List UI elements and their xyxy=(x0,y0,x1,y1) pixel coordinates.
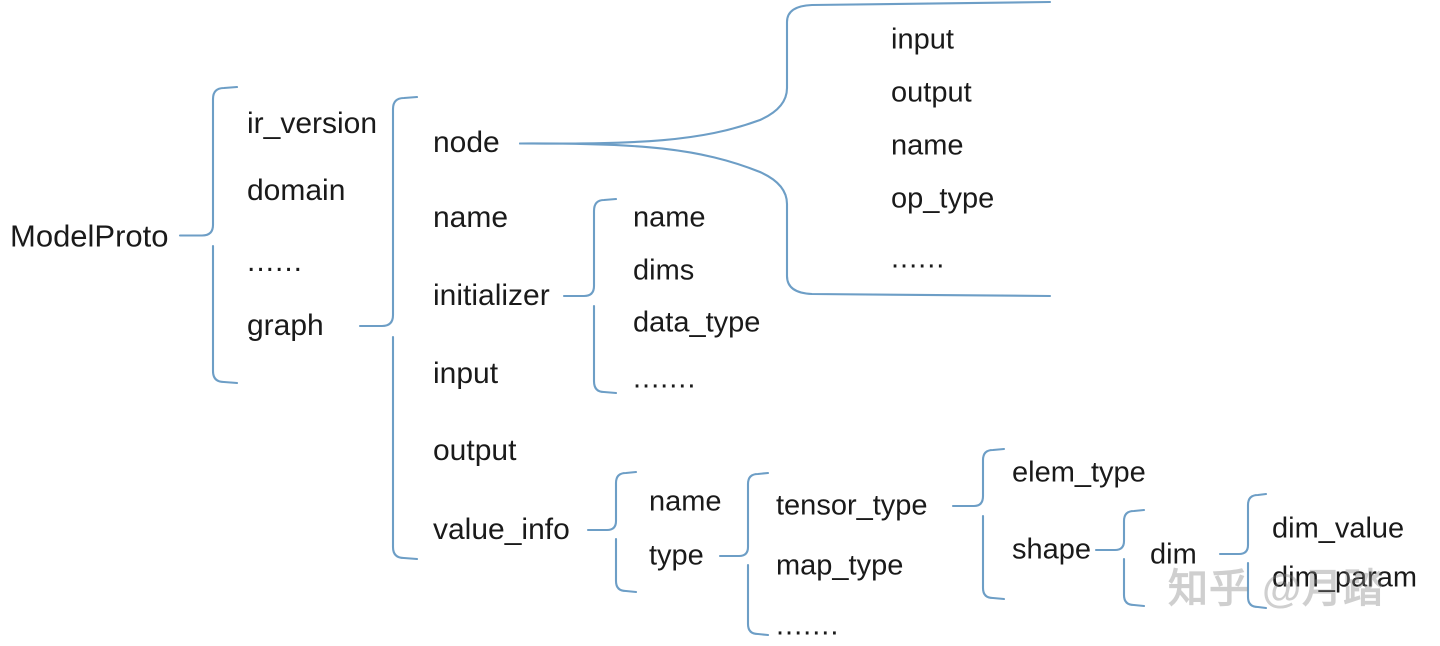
node-ir-version[interactable]: ir_version xyxy=(247,107,378,140)
dim-brace xyxy=(1218,492,1268,556)
tensor-type-brace xyxy=(951,447,1006,508)
node-dim[interactable]: dim xyxy=(1150,538,1197,571)
node-map-type[interactable]: map_type xyxy=(776,549,904,582)
value-info-brace-lower xyxy=(614,537,638,594)
node-modelproto-ellipsis: ...... xyxy=(247,245,304,278)
type-brace xyxy=(718,471,770,558)
initializer-brace xyxy=(562,197,618,298)
node-shape[interactable]: shape xyxy=(1012,533,1092,566)
value-info-brace xyxy=(586,470,638,532)
type-brace-lower xyxy=(746,563,770,637)
node-type[interactable]: type xyxy=(649,539,704,572)
node-brace-lower xyxy=(518,142,1052,298)
node-initializer-name[interactable]: name xyxy=(633,201,706,234)
node-graph[interactable]: graph xyxy=(247,309,324,342)
node-dim-param[interactable]: dim_param xyxy=(1272,561,1418,594)
shape-brace xyxy=(1094,508,1146,552)
node-domain[interactable]: domain xyxy=(247,174,346,207)
node-dim-value[interactable]: dim_value xyxy=(1272,512,1405,545)
initializer-brace-lower xyxy=(592,304,618,395)
node-graph-name[interactable]: name xyxy=(433,201,509,234)
graph-brace-lower xyxy=(391,335,419,561)
shape-brace-lower xyxy=(1122,557,1146,608)
node-node-ellipsis: ...... xyxy=(891,242,946,275)
modelproto-brace xyxy=(178,85,239,237)
node-initializer[interactable]: initializer xyxy=(433,279,550,312)
node-op-type[interactable]: op_type xyxy=(891,182,995,215)
node-dims[interactable]: dims xyxy=(633,254,695,287)
node-type-ellipsis: ....... xyxy=(776,609,840,642)
node-elem-type[interactable]: elem_type xyxy=(1012,456,1146,489)
node-node-name[interactable]: name xyxy=(891,129,964,162)
node-node[interactable]: node xyxy=(433,126,500,159)
dim-brace-lower xyxy=(1246,561,1268,610)
node-node-output[interactable]: output xyxy=(891,76,972,109)
tensor-type-brace-lower xyxy=(981,514,1006,601)
node-node-input[interactable]: input xyxy=(891,23,954,56)
node-modelproto[interactable]: ModelProto xyxy=(10,218,169,254)
node-graph-output[interactable]: output xyxy=(433,434,517,467)
node-initializer-ellipsis: ....... xyxy=(633,362,697,395)
node-tensor-type[interactable]: tensor_type xyxy=(776,489,928,522)
node-value-info[interactable]: value_info xyxy=(433,513,570,546)
node-brace-upper xyxy=(518,0,1052,145)
node-value-info-name[interactable]: name xyxy=(649,485,722,518)
node-data-type[interactable]: data_type xyxy=(633,306,761,339)
node-graph-input[interactable]: input xyxy=(433,357,499,390)
modelproto-brace-lower xyxy=(211,244,239,385)
